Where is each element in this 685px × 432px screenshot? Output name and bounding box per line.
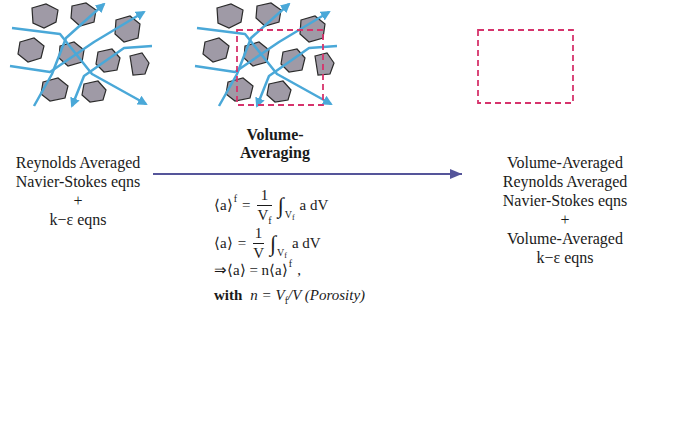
equation-group: Volume-Averaged Reynolds Averaged Navier… bbox=[462, 153, 668, 267]
denominator: V bbox=[253, 246, 264, 261]
equation-row: with n = Vf/V (Porosity) bbox=[214, 288, 365, 303]
model-name: k−ε eqns bbox=[8, 210, 148, 229]
subscript: V bbox=[285, 210, 292, 220]
plus-sign: + bbox=[496, 210, 634, 229]
process-arrow bbox=[153, 173, 462, 175]
equation-row: ⟨a⟩=1V∫Vfa dV bbox=[214, 226, 321, 261]
process-label: Volume-Averaging bbox=[233, 126, 317, 162]
equation-term: ⟨a⟩ bbox=[214, 198, 233, 213]
equation-term: a dV bbox=[292, 236, 321, 251]
operator: = bbox=[238, 236, 246, 251]
porous-medium-middle bbox=[195, 3, 337, 106]
equation-group: Reynolds Averaged Navier-Stokes eqns+k−ε… bbox=[3, 153, 153, 229]
equation-term: ⟨a⟩ bbox=[214, 236, 233, 251]
fraction-bar bbox=[253, 243, 264, 244]
equation-row: ⇒⟨a⟩ = n⟨a⟩f, bbox=[214, 263, 301, 278]
equation-term: n = V bbox=[250, 288, 284, 303]
fraction-denominator: Vf bbox=[257, 208, 271, 223]
plus-sign: + bbox=[8, 191, 148, 210]
numerator: 1 bbox=[261, 188, 269, 203]
keyword: with bbox=[214, 288, 242, 303]
equation-row: ⟨a⟩f=1Vf∫Vfa dV bbox=[214, 188, 328, 223]
porosity-definition: /V (Porosity) bbox=[288, 288, 365, 303]
model-name: Volume-Averaged k−ε eqns bbox=[496, 229, 634, 267]
porous-medium-left bbox=[10, 3, 152, 106]
superscript: f bbox=[289, 259, 292, 269]
superscript: f bbox=[234, 194, 237, 204]
fraction: 1V bbox=[253, 226, 264, 261]
subscript: f bbox=[285, 296, 288, 306]
numerator: 1 bbox=[255, 226, 263, 241]
fraction-numerator: 1 bbox=[255, 226, 263, 241]
denominator: V bbox=[257, 208, 268, 223]
fraction: 1Vf bbox=[257, 188, 271, 223]
punctuation: , bbox=[297, 263, 301, 278]
fraction-bar bbox=[257, 205, 271, 206]
equation-term: ⇒⟨a⟩ = n⟨a⟩ bbox=[214, 263, 288, 278]
averaging-volume bbox=[478, 30, 573, 103]
subscript: f bbox=[268, 216, 271, 226]
subscript: V bbox=[277, 248, 284, 258]
fraction-denominator: V bbox=[253, 246, 264, 261]
fraction-numerator: 1 bbox=[261, 188, 269, 203]
equation-term: a dV bbox=[300, 198, 329, 213]
subscript: f bbox=[292, 214, 295, 222]
integral-sign: ∫ bbox=[270, 233, 276, 255]
averaging-volume bbox=[237, 30, 323, 105]
subscript: f bbox=[284, 252, 287, 260]
integral-sign: ∫ bbox=[278, 195, 284, 217]
model-name: Reynolds Averaged Navier-Stokes eqns bbox=[8, 153, 148, 191]
model-name: Volume-Averaged Reynolds Averaged Navier… bbox=[496, 153, 634, 210]
operator: = bbox=[242, 198, 250, 213]
